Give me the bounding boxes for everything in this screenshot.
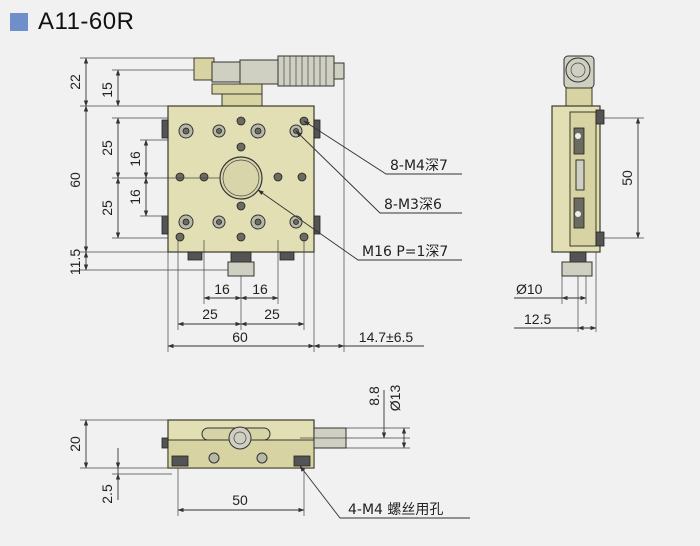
mounting-holes	[175, 116, 309, 242]
dim-25-right: 25	[264, 306, 280, 322]
title-marker	[10, 13, 28, 31]
side-view: 50 Ø10 12.5	[514, 55, 644, 332]
dim-25-lower: 25	[99, 200, 115, 216]
title-bar: A11-60R	[10, 8, 134, 36]
dim-8-8: 8.8	[366, 386, 382, 406]
dim-16-upper: 16	[127, 151, 143, 167]
dim-60-width: 60	[232, 329, 248, 345]
dim-50-side: 50	[619, 170, 635, 186]
dim-25-upper: 25	[99, 140, 115, 156]
dim-dia-13: Ø13	[387, 385, 403, 412]
center-hole	[219, 156, 263, 200]
top-view: 22 15 60 25 16 16 25 11.5 16 16 25 25 60…	[67, 55, 462, 352]
dim-2-5: 2.5	[99, 484, 115, 504]
dim-15: 15	[99, 82, 115, 98]
front-view: 20 2.5 50 8.8 Ø13 4-M4 螺丝用孔	[67, 385, 470, 519]
dim-travel: 14.7±6.5	[359, 329, 414, 345]
callout-m3-holes: 8-M3深6	[384, 197, 442, 213]
dim-12-5: 12.5	[524, 311, 551, 327]
dim-22: 22	[67, 74, 83, 90]
micrometer	[193, 55, 345, 107]
dim-16-lower: 16	[127, 189, 143, 205]
page-title: A11-60R	[38, 8, 135, 35]
callout-m4-holes: 8-M4深7	[390, 158, 448, 174]
dim-25-left: 25	[202, 306, 218, 322]
dim-60-height: 60	[67, 172, 83, 188]
dim-dia-10: Ø10	[516, 281, 543, 297]
dim-16-right: 16	[252, 281, 268, 297]
dim-16-left: 16	[214, 281, 230, 297]
dim-20: 20	[67, 436, 83, 452]
callout-m16-hole: M16 P=1深7	[362, 244, 448, 260]
callout-screw-holes: 4-M4 螺丝用孔	[348, 502, 443, 518]
dim-11-5: 11.5	[67, 249, 83, 275]
dim-50-front: 50	[232, 492, 248, 508]
